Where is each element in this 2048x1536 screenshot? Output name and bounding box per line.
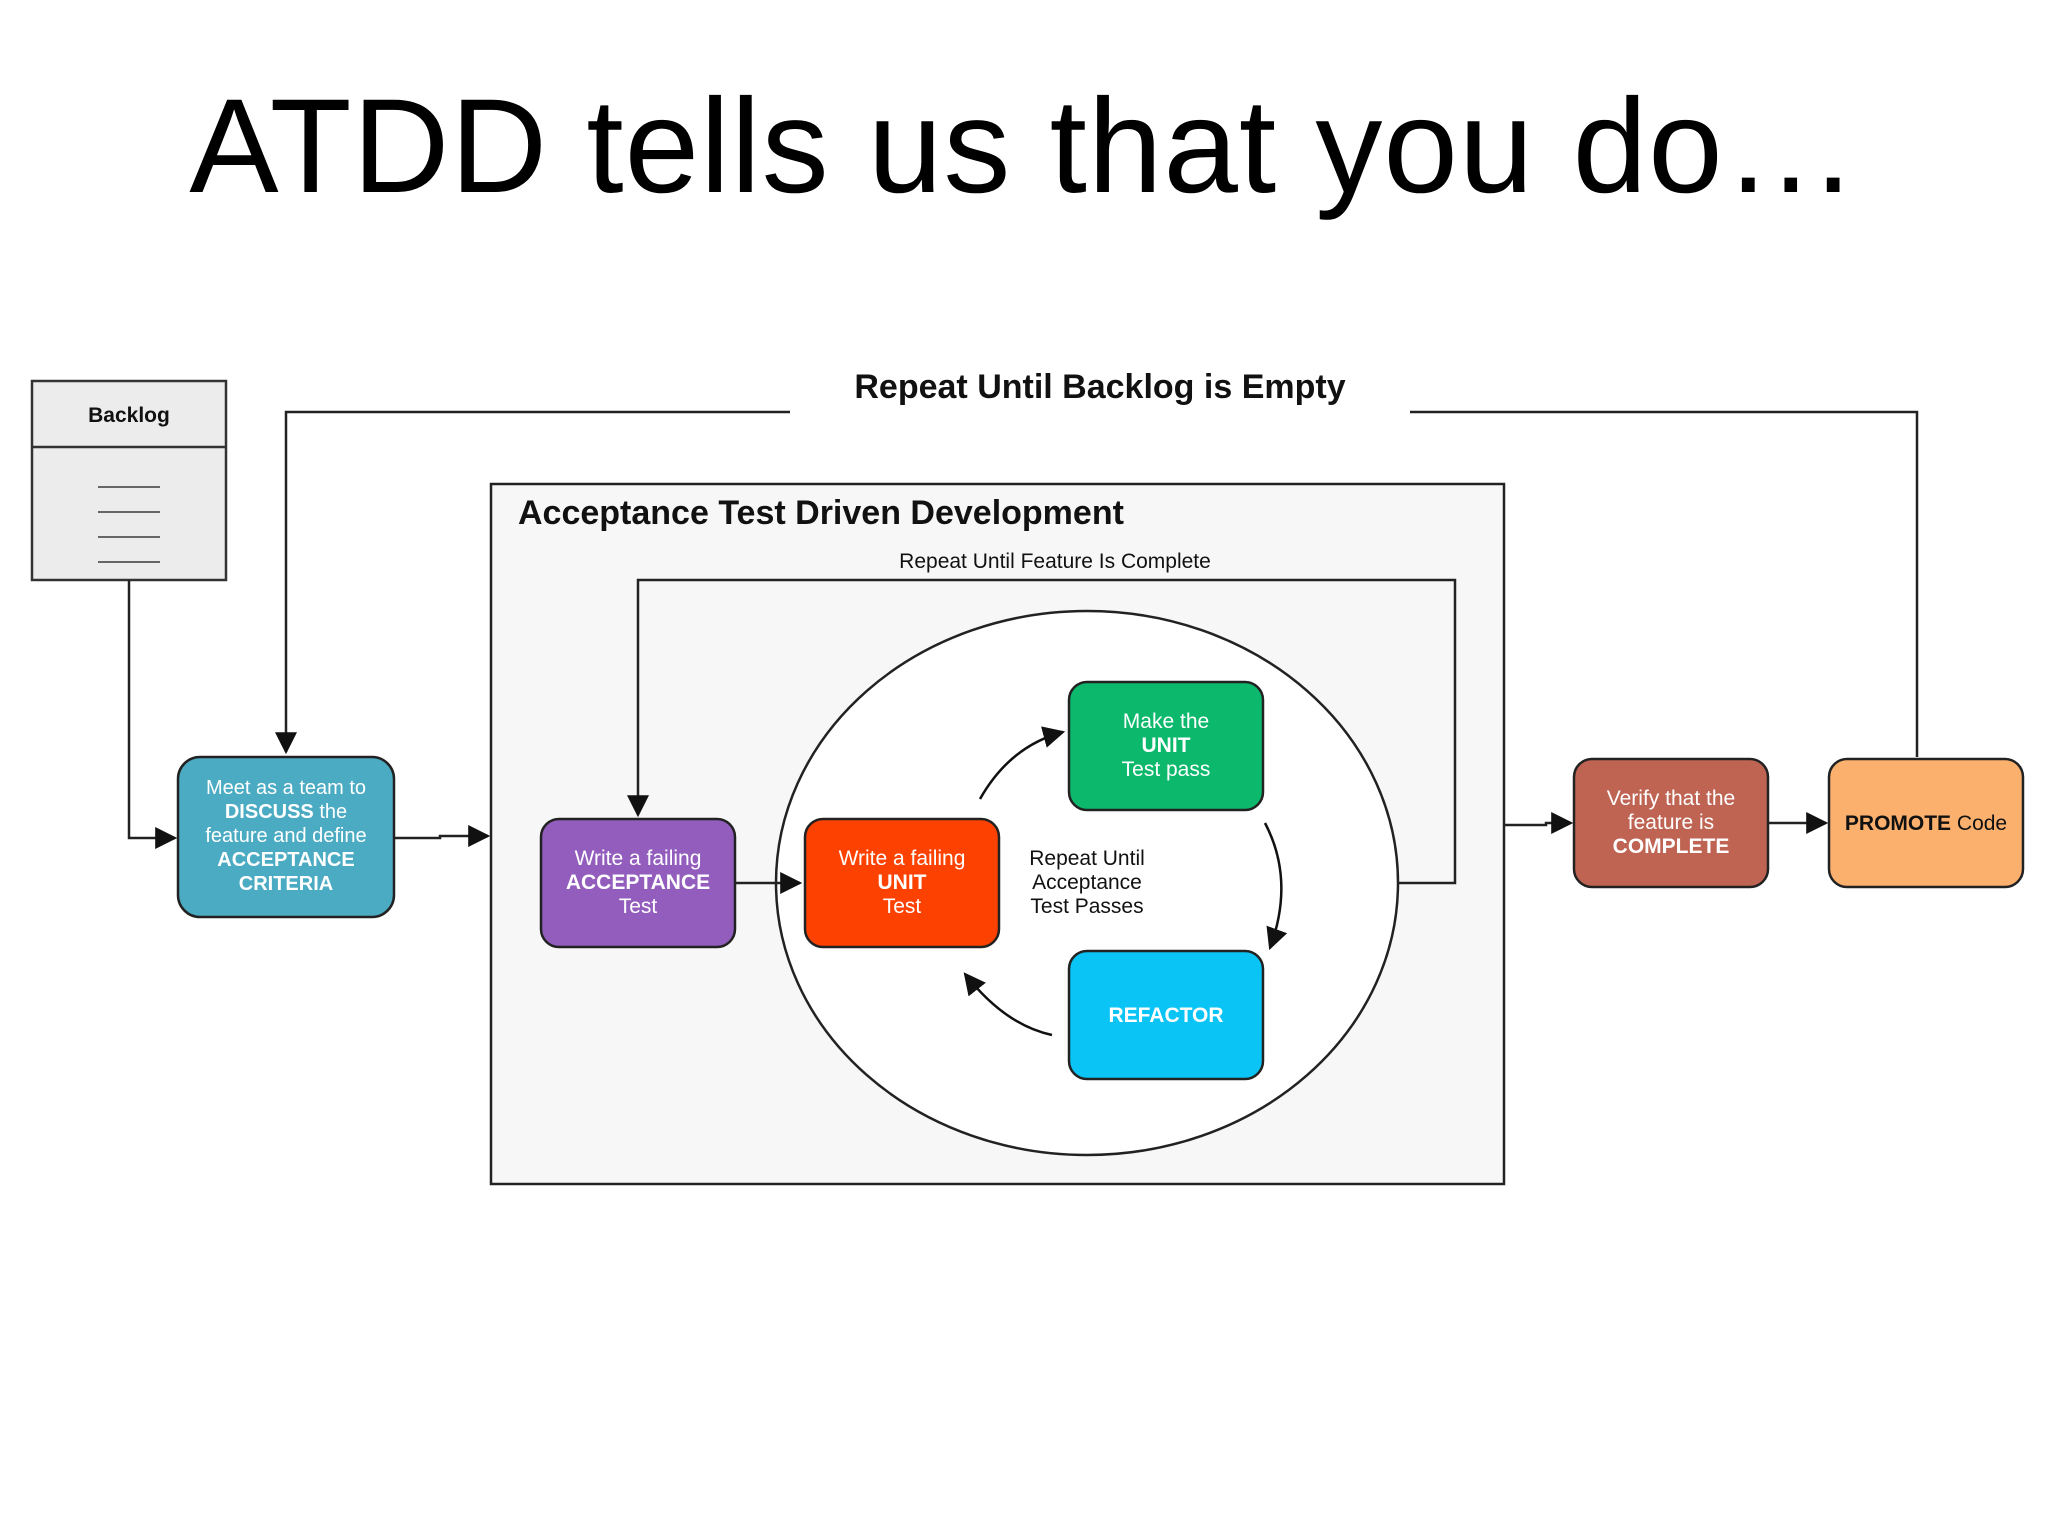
unit-line: Test: [883, 895, 922, 918]
promote-step: PROMOTE Code: [1827, 757, 2025, 889]
refactor-text: REFACTOR: [1108, 1004, 1223, 1027]
make-pass-line: Make the: [1123, 710, 1209, 733]
discuss-line: DISCUSS the: [225, 801, 347, 823]
verify-line: feature is: [1628, 811, 1714, 834]
make-pass-to-refactor-arrow: [1263, 822, 1288, 951]
slide-title: ATDD tells us that you do…: [189, 72, 1859, 221]
inner-loop-line: Repeat Until: [1029, 847, 1145, 870]
feature-loop-connector: [627, 578, 1457, 885]
promote-text: PROMOTE Code: [1845, 812, 2007, 835]
inner-loop-line: Test Passes: [1030, 895, 1143, 918]
acceptance-line: Write a failing: [575, 847, 702, 870]
discuss-line: ACCEPTANCE: [217, 849, 354, 871]
backlog-item-lines: [98, 486, 160, 563]
discuss-line: CRITERIA: [239, 873, 333, 895]
promote-box: [1827, 757, 2025, 889]
acceptance-line: Test: [619, 895, 658, 918]
inner-loop-line: Acceptance: [1032, 871, 1142, 894]
verify-line: Verify that the: [1607, 787, 1735, 810]
promote-line: PROMOTE Code: [1845, 812, 2007, 835]
verify-line: COMPLETE: [1613, 835, 1730, 858]
backlog-title: Backlog: [88, 404, 170, 427]
refactor-line: REFACTOR: [1108, 1004, 1223, 1027]
unit-test-box: [803, 817, 1001, 949]
feature-loop-label: Repeat Until Feature Is Complete: [899, 550, 1211, 573]
refactor-step: REFACTOR: [1067, 949, 1265, 1081]
atdd-title: Acceptance Test Driven Development: [518, 494, 1124, 532]
discuss-line: feature and define: [205, 825, 366, 847]
acceptance-line: ACCEPTANCE: [566, 871, 710, 894]
backlog: Backlog: [30, 379, 228, 582]
make-pass-line: Test pass: [1122, 758, 1211, 781]
outer-loop-label: Repeat Until Backlog is Empty: [854, 368, 1345, 406]
unit-line: UNIT: [878, 871, 927, 894]
make-pass-line: UNIT: [1142, 734, 1191, 757]
refactor-box: [1067, 949, 1265, 1081]
outer-loop-label-bg: [790, 362, 1410, 422]
feature-loop-label-bg: [880, 544, 1220, 574]
atdd-to-verify-connector: [1504, 812, 1574, 834]
backlog-to-discuss-connector: [127, 580, 178, 849]
discuss-to-atdd-connector: [394, 825, 491, 847]
refactor-to-unit-arrow: [963, 972, 1053, 1037]
make-pass-box: [1067, 680, 1265, 812]
unit-line: Write a failing: [839, 847, 966, 870]
unit-to-make-pass-arrow: [978, 726, 1066, 800]
discuss-line: Meet as a team to: [206, 777, 366, 799]
